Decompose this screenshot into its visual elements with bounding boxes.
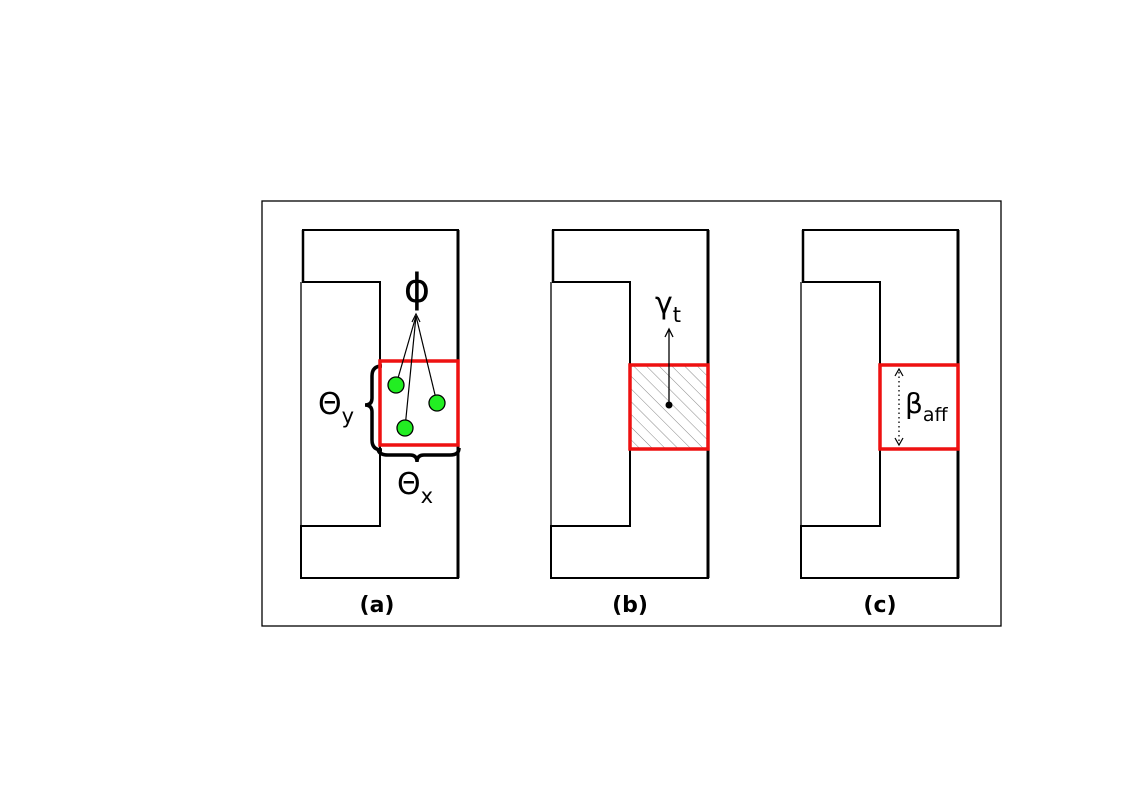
panel-c-highlight-box bbox=[878, 363, 960, 451]
theta-y-bracket bbox=[364, 364, 383, 452]
theta-y-symbol: Θy bbox=[318, 387, 354, 428]
figure-frame bbox=[261, 200, 1002, 627]
particle-1 bbox=[387, 376, 405, 394]
particle-2 bbox=[428, 394, 446, 412]
panel-a-highlight-box bbox=[378, 359, 460, 447]
panel-a-label: (a) bbox=[360, 593, 395, 618]
particle-3 bbox=[396, 419, 414, 437]
panel-c-label: (c) bbox=[863, 593, 896, 618]
panel-b: γt (b) bbox=[550, 229, 710, 618]
theta-x-bracket bbox=[376, 447, 461, 463]
panel-a: ϕ Θy Θx (a) bbox=[300, 229, 461, 618]
phi-symbol: ϕ bbox=[404, 266, 430, 312]
gamma-symbol: γt bbox=[655, 286, 681, 327]
beta-symbol: βaff bbox=[905, 387, 949, 426]
panel-c: βaff (c) bbox=[800, 229, 960, 618]
panel-b-label: (b) bbox=[612, 593, 648, 618]
theta-x-symbol: Θx bbox=[397, 467, 433, 508]
centroid-dot bbox=[665, 401, 673, 409]
